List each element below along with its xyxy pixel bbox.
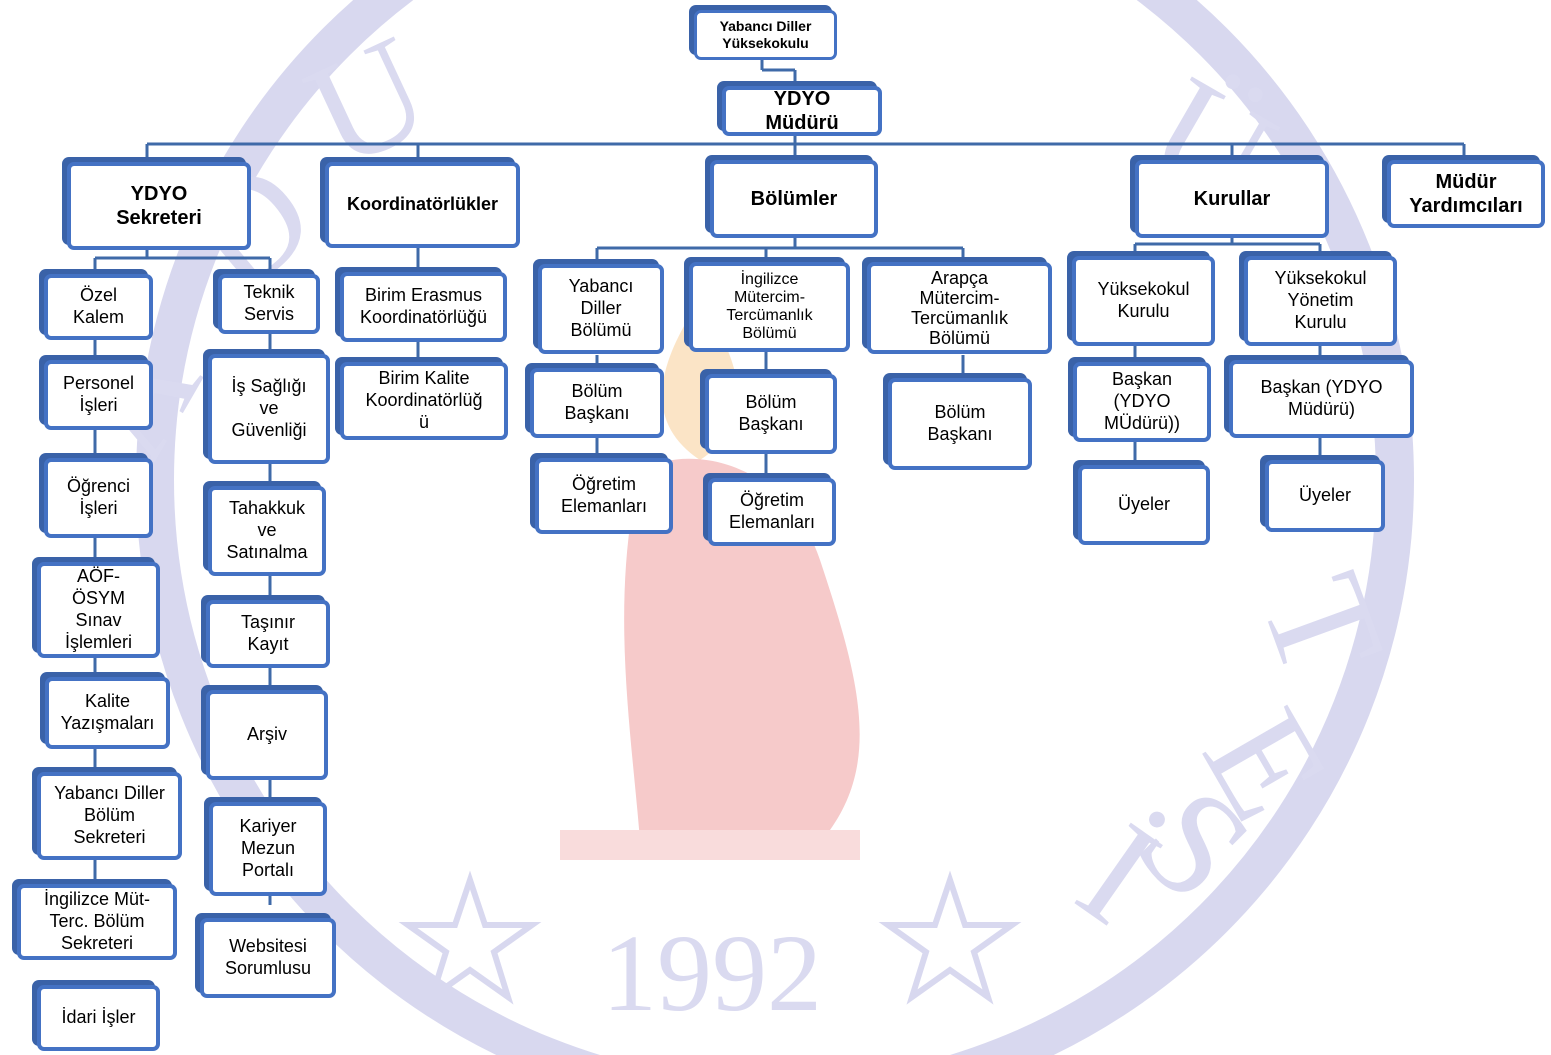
node-label: Yabancı Diller Bölümü (568, 276, 634, 340)
node-yyk-baskan: Başkan (YDYO Müdürü) (1229, 360, 1414, 438)
node-yabanci-diller-yuksekokulu: Yabancı Diller Yüksekokulu (694, 10, 837, 60)
seal-figure (624, 458, 860, 840)
node-label: Özel Kalem (72, 285, 125, 327)
node-arapca-mutercim-tercumanlik-bolumu: Arapça Mütercim- Tercümanlık Bölümü (867, 262, 1052, 354)
node-label: İş Sağlığı ve Güvenliği (231, 376, 307, 440)
node-kurullar: Kurullar (1135, 160, 1329, 238)
seal-base (560, 830, 860, 860)
node-idari-isler: İdari İşler (37, 985, 160, 1051)
node-label: Personel İşleri (62, 373, 135, 415)
node-ingilizce-mutercim-tercumanlik-bolumu: İngilizce Mütercim- Tercümanlık Bölümü (689, 262, 850, 352)
node-label: Üyeler (1117, 494, 1170, 515)
node-label: Öğretim Elemanları (728, 490, 816, 532)
seal-star-left (398, 870, 542, 1005)
node-yuksekokul-kurulu: Yüksekokul Kurulu (1072, 256, 1215, 346)
node-label: Öğretim Elemanları (560, 474, 648, 516)
node-ogrenci-isleri: Öğrenci İşleri (44, 458, 153, 538)
node-imt-ogretim-elemanlari: Öğretim Elemanları (708, 478, 836, 546)
node-yk-baskan: Başkan (YDYO MÜdürü)) (1073, 362, 1211, 442)
node-label: Birim Erasmus Koordinatörlüğü (359, 285, 488, 327)
node-label: Öğrenci İşleri (66, 476, 131, 518)
node-birim-kalite-koordinatorlugu: Birim Kalite Koordinatörlüğ ü (340, 362, 508, 440)
node-yyk-uyeler: Üyeler (1265, 460, 1385, 532)
node-label: Yüksekokul Kurulu (1097, 279, 1190, 321)
node-yabanci-diller-bolum-sekreteri: Yabancı Diller Bölüm Sekreteri (37, 772, 182, 860)
seal-star-right (878, 870, 1022, 1005)
node-teknik-servis: Teknik Servis (218, 274, 320, 334)
node-is-sagligi-ve-guvenligi: İş Sağlığı ve Güvenliği (208, 354, 330, 464)
seal-year: 1992 (602, 912, 822, 1034)
node-label: Müdür Yardımcıları (1409, 170, 1523, 217)
node-label: Koordinatörlükler (346, 194, 498, 215)
node-label: Yabancı Diller Yüksekokulu (719, 17, 812, 51)
node-kariyer-mezun-portali: Kariyer Mezun Portalı (209, 802, 327, 896)
node-ydyo-muduru: YDYO Müdürü (722, 86, 882, 136)
node-label: Başkan (YDYO MÜdürü)) (1103, 369, 1180, 433)
node-koordinatorlukler: Koordinatörlükler (325, 162, 520, 248)
node-yuksekokul-yonetim-kurulu: Yüksekokul Yönetim Kurulu (1244, 256, 1397, 346)
node-ozel-kalem: Özel Kalem (44, 274, 153, 340)
node-label: Taşınır Kayıt (240, 612, 296, 654)
node-personel-isleri: Personel İşleri (44, 360, 153, 430)
node-label: Birim Kalite Koordinatörlüğ ü (365, 368, 483, 432)
node-tasinir-kayit: Taşınır Kayıt (206, 600, 330, 668)
node-label: AÖF- ÖSYM Sınav İşlemleri (64, 566, 132, 652)
node-ydyo-sekreteri: YDYO Sekreteri (67, 162, 251, 250)
node-label: Teknik Servis (243, 282, 295, 324)
node-ydb-ogretim-elemanlari: Öğretim Elemanları (535, 458, 673, 534)
node-label: Bölüm Başkanı (927, 402, 993, 444)
node-label: Arşiv (247, 724, 287, 745)
node-amt-bolum-baskani: Bölüm Başkanı (888, 378, 1032, 470)
node-label: İngilizce Mütercim- Tercümanlık Bölümü (726, 271, 813, 342)
node-label: YDYO Müdürü (765, 87, 839, 134)
node-label: Başkan (YDYO Müdürü) (1260, 377, 1383, 419)
node-label: YDYO Sekreteri (116, 182, 202, 229)
seal-outer-ring (136, 0, 1414, 1055)
node-label: Websitesi Sorumlusu (224, 936, 312, 978)
node-label: Arapça Mütercim- Tercümanlık Bölümü (910, 267, 1009, 349)
node-label: Yabancı Diller Bölüm Sekreteri (54, 783, 165, 847)
node-label: Tahakkuk ve Satınalma (226, 498, 308, 562)
node-yabanci-diller-bolumu: Yabancı Diller Bölümü (538, 264, 664, 354)
node-label: Üyeler (1298, 485, 1351, 506)
node-ydb-bolum-baskani: Bölüm Başkanı (530, 368, 664, 438)
node-birim-erasmus-koordinatorlugu: Birim Erasmus Koordinatörlüğü (340, 272, 507, 342)
node-label: İdari İşler (61, 1007, 136, 1028)
node-label: İngilizce Müt- Terc. Bölüm Sekreteri (43, 889, 151, 953)
node-yk-uyeler: Üyeler (1078, 465, 1210, 545)
node-websitesi-sorumlusu: Websitesi Sorumlusu (200, 918, 336, 998)
node-imt-bolum-baskani: Bölüm Başkanı (705, 374, 837, 454)
node-bolumler: Bölümler (710, 160, 878, 238)
node-arsiv: Arşiv (206, 690, 328, 780)
node-label: Bölüm Başkanı (738, 392, 804, 434)
node-ingilizce-mut-terc-bolum-sekreteri: İngilizce Müt- Terc. Bölüm Sekreteri (17, 884, 177, 960)
node-label: Kariyer Mezun Portalı (239, 816, 297, 880)
node-mudur-yardimcilari: Müdür Yardımcıları (1387, 160, 1545, 228)
node-kalite-yazismalari: Kalite Yazışmaları (45, 677, 170, 749)
node-aof-osym-sinav-islemleri: AÖF- ÖSYM Sınav İşlemleri (37, 562, 160, 658)
node-label: Bölümler (750, 187, 838, 210)
node-label: Kurullar (1193, 187, 1271, 210)
node-label: Yüksekokul Yönetim Kurulu (1274, 268, 1367, 332)
node-tahakkuk-ve-satinalma: Tahakkuk ve Satınalma (208, 486, 326, 576)
node-label: Kalite Yazışmaları (60, 691, 155, 733)
node-label: Bölüm Başkanı (564, 381, 630, 423)
